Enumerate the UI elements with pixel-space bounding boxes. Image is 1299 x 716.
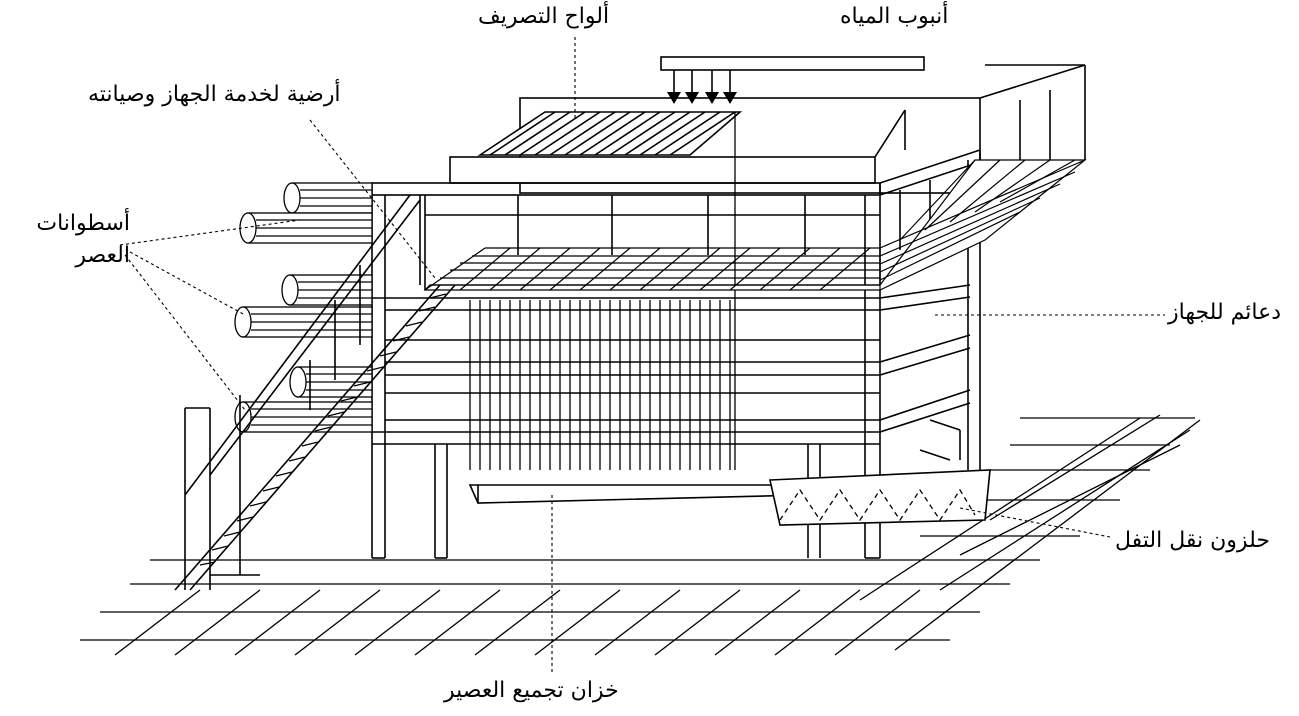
press-cylinder bbox=[239, 212, 373, 244]
label-juice-tank: خزان تجميع العصير bbox=[444, 678, 619, 703]
press-cylinder bbox=[234, 401, 373, 433]
press-cylinder bbox=[283, 182, 373, 214]
drainage-plates bbox=[477, 111, 743, 156]
leader-pulp-screw bbox=[959, 507, 1111, 538]
access-stairs bbox=[174, 194, 456, 591]
label-service-floor: أرضية لخدمة الجهاز وصيانته bbox=[88, 82, 341, 107]
juice-tank bbox=[468, 484, 806, 504]
leader-lines bbox=[119, 37, 1165, 672]
label-water-pipe: أنبوب المياه bbox=[840, 4, 949, 29]
label-supports: دعائم للجهاز bbox=[1168, 300, 1282, 325]
label-drainage-plates: ألواح التصريف bbox=[478, 4, 610, 29]
label-pulp-screw: حلزون نقل التفل bbox=[1115, 528, 1270, 553]
press-cylinders bbox=[234, 182, 373, 433]
press-cylinder bbox=[289, 366, 373, 398]
leader-cylinders-1 bbox=[119, 219, 301, 246]
press-cylinder bbox=[234, 306, 373, 338]
press-plate-pack bbox=[469, 112, 736, 470]
water-pipe bbox=[660, 56, 925, 104]
service-floor-grating bbox=[423, 159, 1087, 291]
leader-cylinders-2 bbox=[129, 251, 246, 316]
label-press-cylinders: أسطوانات العصر bbox=[36, 211, 130, 268]
leader-cylinders-3 bbox=[124, 254, 246, 411]
pulp-screw-conveyor bbox=[769, 419, 991, 526]
